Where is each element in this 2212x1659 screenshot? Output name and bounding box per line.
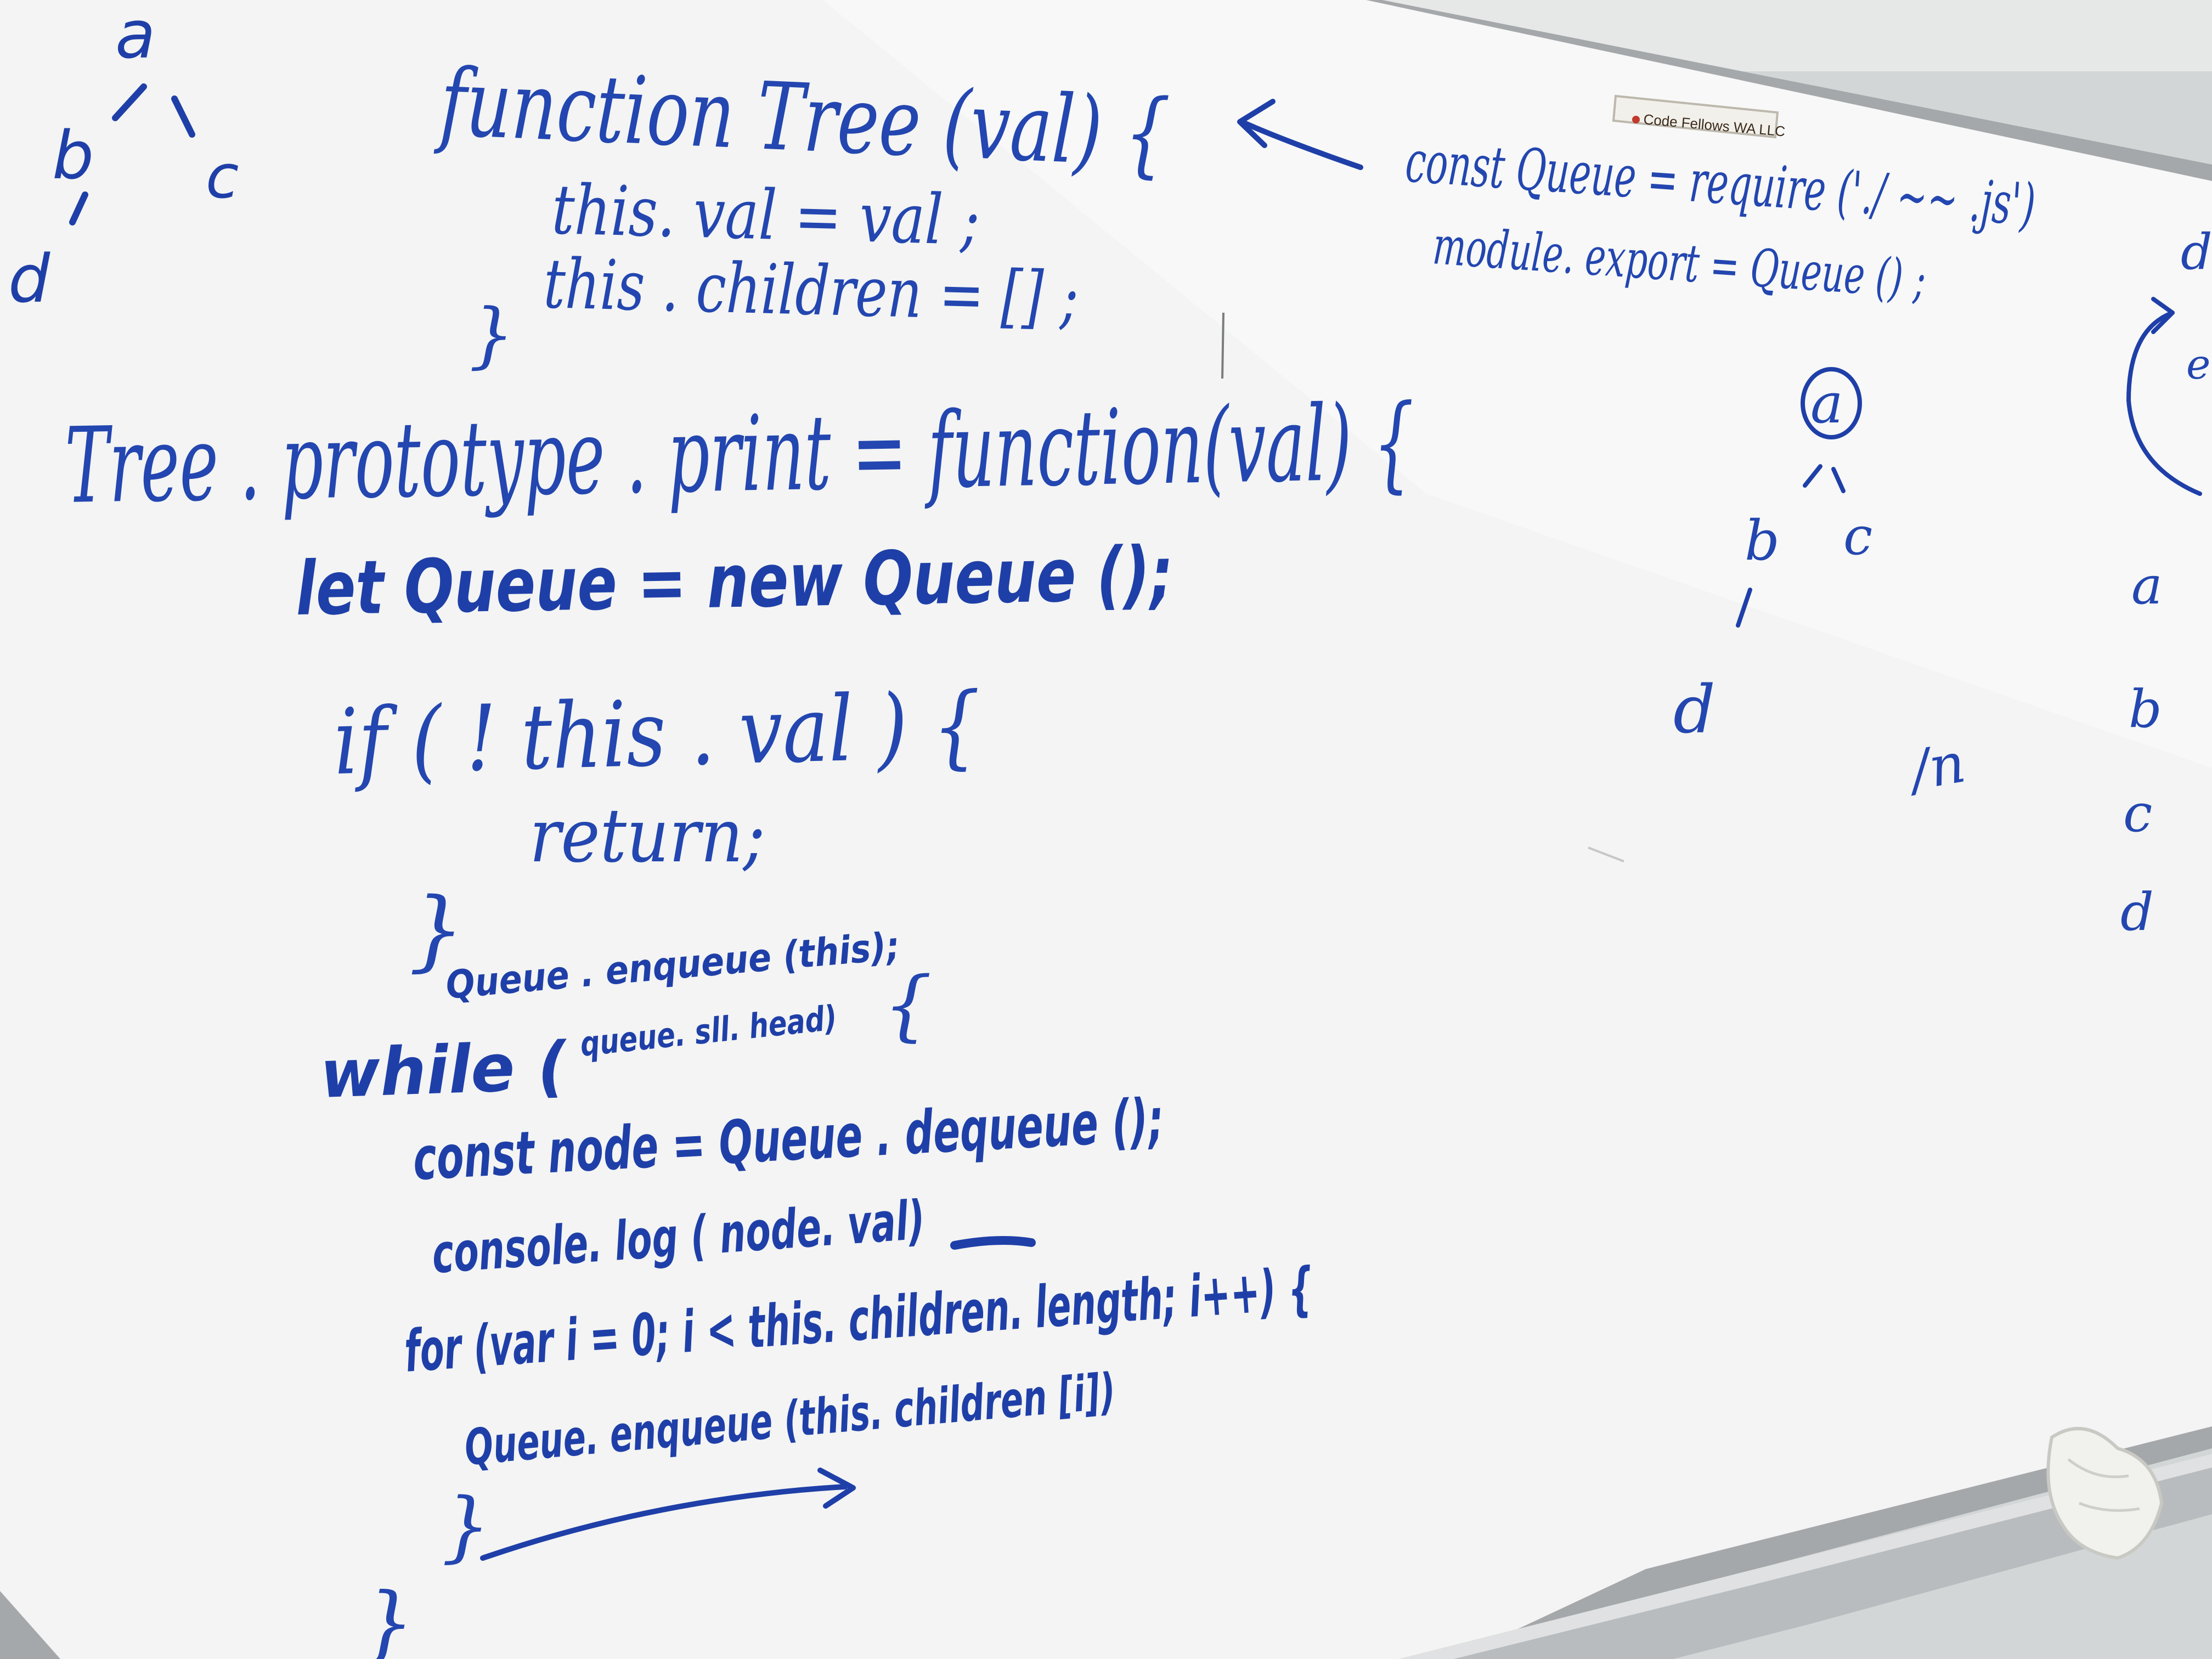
board-sheen [823, 0, 2212, 768]
erased-scribble [950, 1236, 1036, 1250]
arrow-to-constructor [1237, 99, 1363, 170]
constructor-code: function Tree (val) { this. val = val ; … [433, 48, 1172, 376]
marker-tray [1399, 1454, 2212, 1659]
loop-arrow-head [817, 1468, 856, 1509]
margin-fragment-de: de [2181, 223, 2212, 281]
code-line-7c: { [883, 961, 932, 1050]
tree-edge-b-d [69, 191, 88, 225]
tree-edge-a-b [112, 83, 147, 121]
tree-node-d: d [8, 241, 50, 318]
sticker-pin-icon [1632, 116, 1640, 123]
code-line-7a: while ( [319, 1028, 569, 1113]
margin-arrow-head [2151, 297, 2175, 334]
tree-diagram-top-left: a b c d [8, 0, 239, 318]
queue-order-item: a [2131, 556, 2163, 616]
queue-order-item: c [2123, 783, 2152, 844]
code-line-2: let Queue = new Queue (); [295, 531, 1174, 632]
tree-diagram-right: a b c d [1673, 367, 1872, 748]
tree-right-edge-a-b [1803, 464, 1822, 488]
tree-node-b: b [52, 118, 94, 194]
constructor-line-2: this. val = val ; [551, 170, 981, 261]
board-smudge [1221, 312, 1224, 379]
tree-right-node-c: c [1843, 506, 1872, 567]
tree-edge-a-c [171, 95, 195, 138]
tree-right-node-d: d [1673, 672, 1716, 748]
constructor-line-4: } [469, 293, 515, 376]
code-line-3: if ( ! this . val ) { [332, 673, 983, 795]
margin-fragment-en: en [2186, 340, 2212, 388]
loop-arrow-line [480, 1484, 848, 1561]
tree-right-node-a: a [1810, 371, 1843, 436]
tree-node-a: a [115, 0, 156, 74]
code-line-4: return; [529, 793, 765, 879]
tree-node-c: c [206, 142, 239, 212]
board-smudge [1588, 847, 1624, 862]
code-line-5: } [409, 878, 465, 981]
constructor-line-3: this . children = [] ; [543, 244, 1079, 337]
tree-right-node-b: b [1745, 509, 1780, 573]
margin-curve-arrow [2126, 311, 2202, 496]
queue-order-column: a b c d [2120, 556, 2163, 943]
queue-order-item: b [2129, 679, 2162, 740]
tissue-eraser [2046, 1427, 2164, 1560]
tree-right-node-a-circle [1801, 367, 1862, 439]
tree-right-edge-a-c [1831, 467, 1846, 493]
code-line-1: Tree . prototype . print = function(val)… [64, 382, 1415, 527]
code-line-13: } [362, 1576, 414, 1659]
tree-right-edge-b-d [1736, 588, 1752, 628]
queue-order-item: d [2120, 882, 2154, 943]
